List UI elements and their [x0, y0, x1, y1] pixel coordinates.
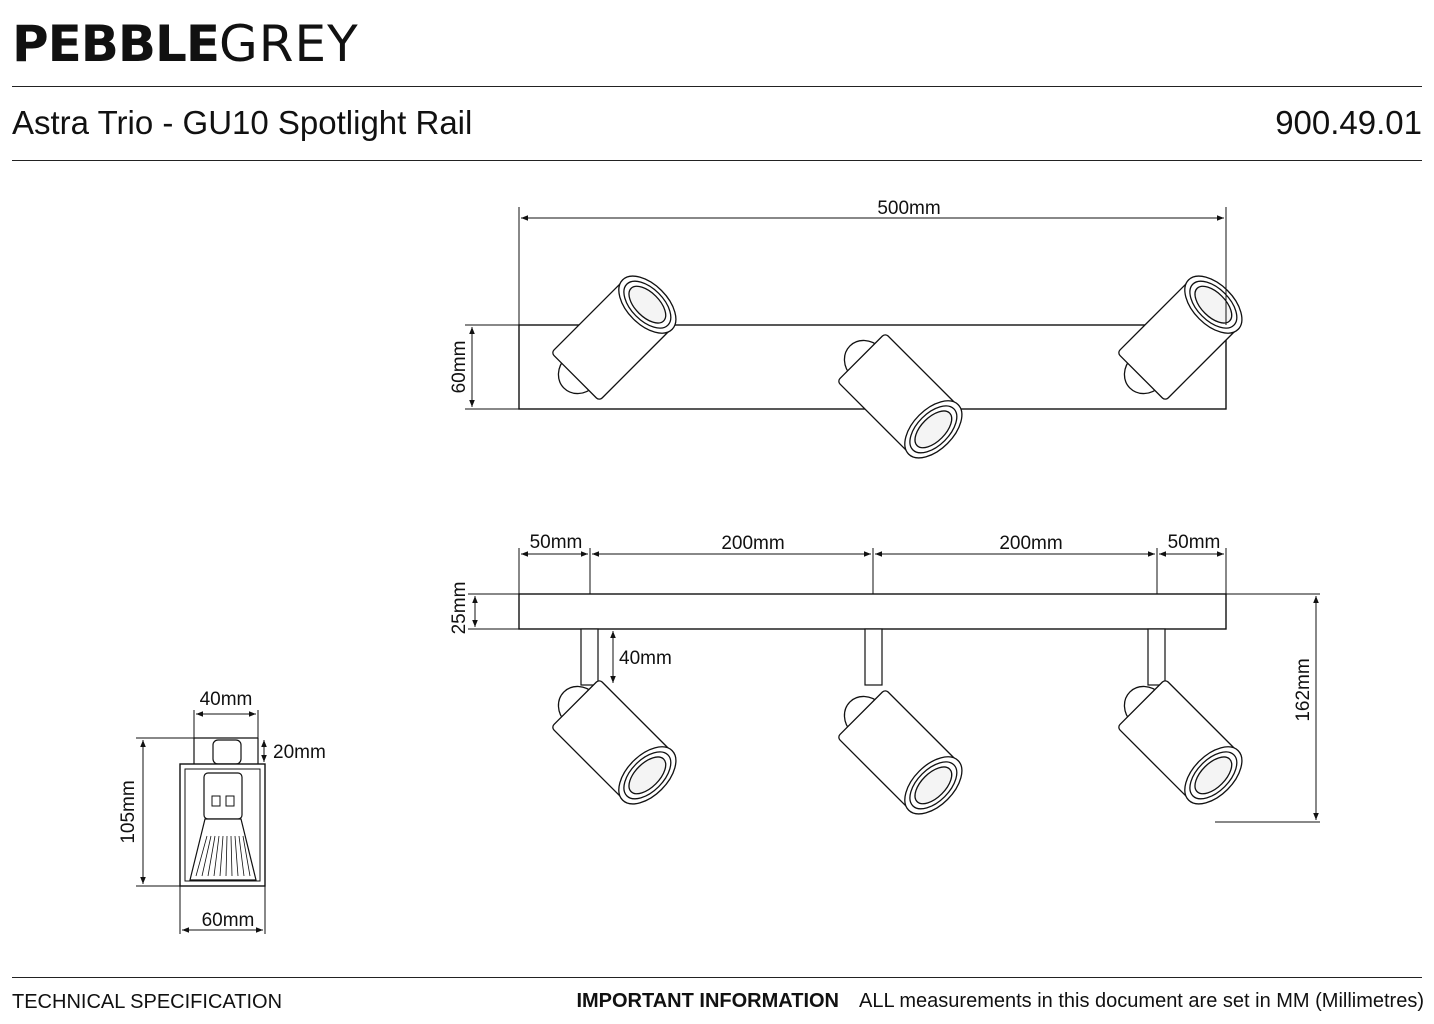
- dim-seg-left: 50mm: [530, 532, 583, 553]
- header-rule-top: [12, 86, 1422, 87]
- dim-rail-depth: 25mm: [449, 582, 470, 635]
- dim-seg-mid2: 200mm: [999, 533, 1062, 554]
- front-spot-right: [1104, 666, 1253, 815]
- logo-bold-text: PEBBLE: [12, 15, 220, 73]
- dim-top-width: 500mm: [877, 198, 940, 219]
- top-view: 500mm 60mm: [449, 198, 1253, 469]
- dim-detail-cap: 20mm: [273, 742, 326, 763]
- dim-total-drop: 162mm: [1293, 658, 1314, 721]
- stem-left: [580, 628, 599, 686]
- logo-light-text: GREY: [219, 15, 359, 73]
- bulb-reflector: [189, 818, 257, 881]
- brand-logo: PEBBLE GREY: [12, 14, 359, 74]
- important-text: ALL measurements in this document are se…: [859, 990, 1424, 1012]
- front-spot-left: [538, 666, 687, 815]
- dim-top-height: 60mm: [449, 341, 470, 394]
- front-spot-middle: [824, 676, 973, 825]
- dim-detail-width: 40mm: [200, 689, 253, 710]
- dim-seg-mid1: 200mm: [721, 533, 784, 554]
- dim-detail-base: 60mm: [202, 910, 255, 931]
- stem-right: [1147, 628, 1166, 686]
- product-title: Astra Trio - GU10 Spotlight Rail: [12, 104, 473, 141]
- footer-tech-spec: TECHNICAL SPECIFICATION: [12, 991, 283, 1013]
- product-code: 900.49.01: [1275, 104, 1422, 141]
- detail-cap: [212, 739, 242, 765]
- header-rule-bottom: [12, 160, 1422, 161]
- dim-detail-height: 105mm: [118, 780, 139, 843]
- bulb-base: [203, 772, 243, 820]
- important-label: IMPORTANT INFORMATION: [576, 990, 839, 1012]
- dim-seg-right: 50mm: [1168, 532, 1221, 553]
- dim-stem: 40mm: [619, 648, 672, 669]
- front-rail: [518, 593, 1227, 630]
- detail-view: 40mm 20mm 105mm 60mm: [118, 689, 326, 934]
- footer-important: IMPORTANT INFORMATION ALL measurements in…: [576, 990, 1424, 1013]
- footer-rule: [12, 977, 1422, 978]
- stem-middle: [864, 628, 883, 686]
- front-view: 50mm 200mm 200mm 50mm 25mm 40mm 162mm: [449, 532, 1320, 825]
